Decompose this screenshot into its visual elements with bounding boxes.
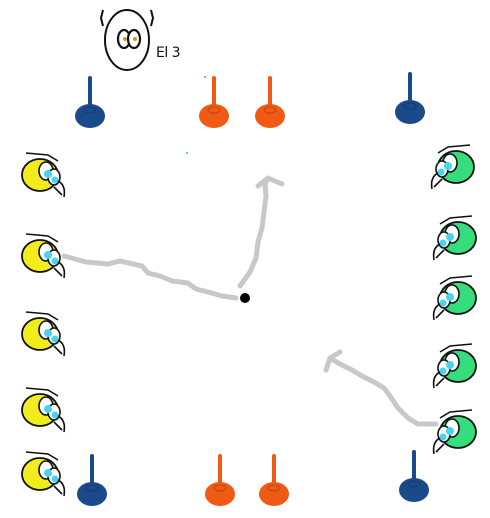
blue-cone-icon (399, 450, 429, 502)
referee-face-icon (99, 9, 155, 71)
yellow-player-icon (21, 152, 66, 198)
blue-cone-icon (77, 454, 107, 506)
referee-label: El 3 (156, 45, 181, 61)
yellow-player-icon (21, 451, 66, 497)
cones (75, 72, 429, 506)
stray-marks (186, 76, 206, 154)
pass-path-icon (61, 253, 239, 301)
blue-cone-icon (75, 76, 105, 128)
yellow-player-icon (21, 311, 66, 357)
pass-path-icon (323, 349, 439, 427)
yellow-player-icon (21, 387, 66, 433)
ball-icon (240, 293, 250, 303)
green-player-icon (432, 343, 477, 389)
movement-paths (61, 175, 439, 427)
blue-cone-icon (395, 72, 425, 124)
green-player-icon (432, 215, 477, 261)
orange-cone-icon (205, 454, 235, 506)
orange-cone-icon (199, 76, 229, 128)
orange-cone-icon (255, 76, 285, 128)
orange-cone-icon (259, 454, 289, 506)
yellow-team (21, 152, 66, 497)
green-team (430, 144, 477, 455)
green-player-icon (432, 275, 477, 321)
yellow-player-icon (21, 233, 66, 279)
green-player-icon (430, 144, 475, 190)
green-player-icon (432, 409, 477, 455)
run-path-icon (237, 175, 285, 289)
